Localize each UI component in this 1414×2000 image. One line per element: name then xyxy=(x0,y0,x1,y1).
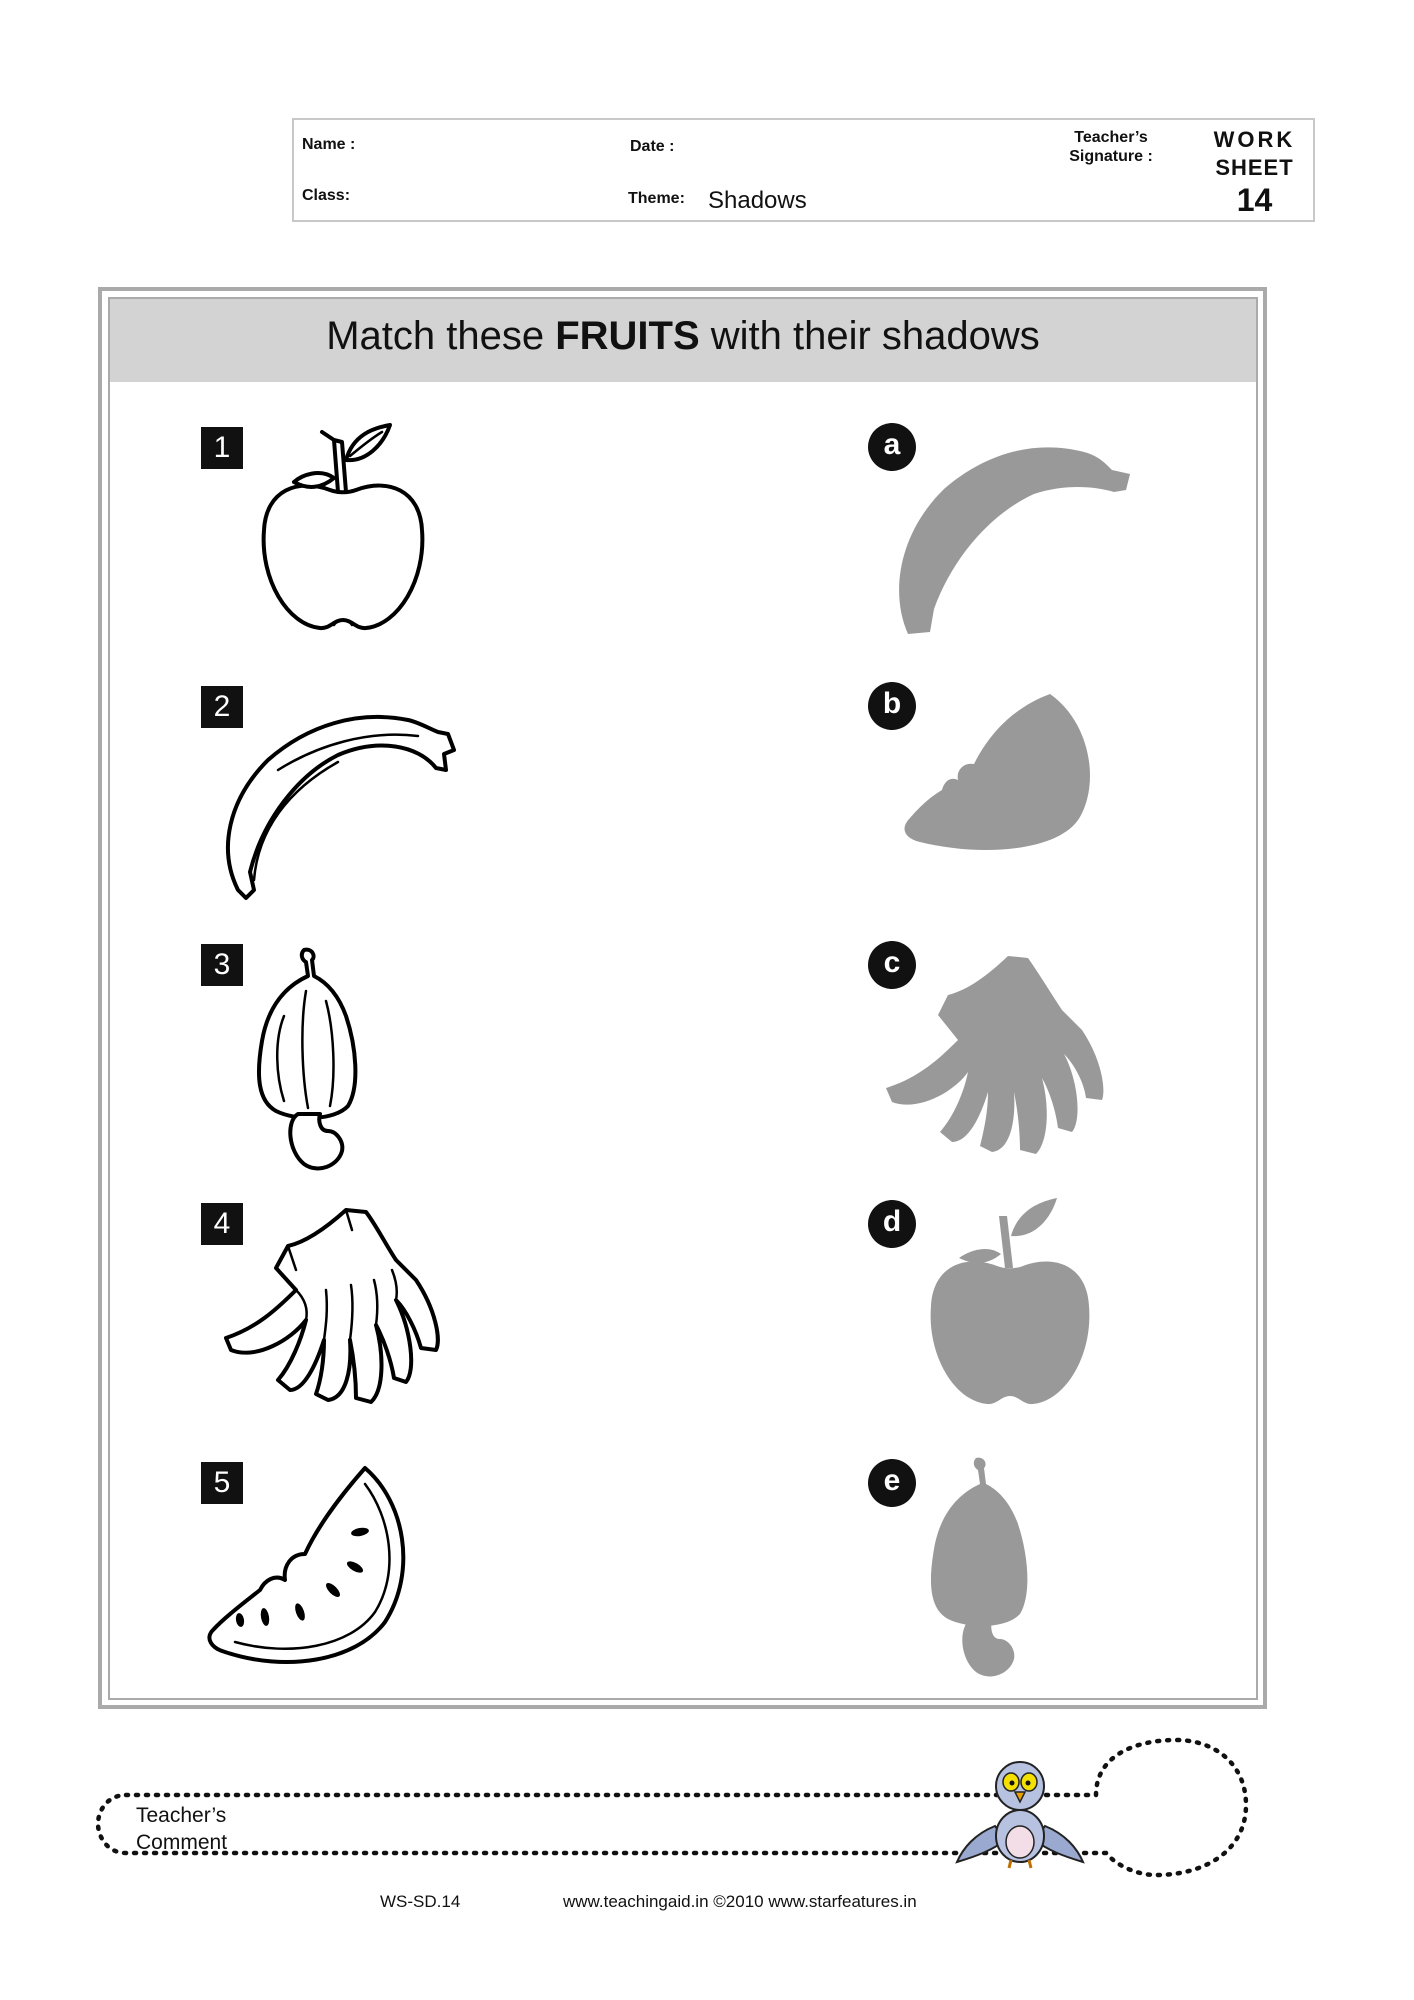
shadow-letter-d: d xyxy=(868,1200,916,1248)
banana-shadow-icon[interactable] xyxy=(894,434,1134,639)
shadow-letter-a: a xyxy=(868,423,916,471)
bird-mascot-icon xyxy=(955,1761,1085,1869)
class-label: Class: xyxy=(302,187,351,204)
date-cell[interactable]: Date : xyxy=(620,120,1028,172)
page-title: Match these FRUITS with their shadows xyxy=(326,314,1040,358)
cashew-outline-icon[interactable] xyxy=(256,946,376,1171)
signature-label: Teacher’s Signature : xyxy=(1069,129,1153,165)
theme-value: Shadows xyxy=(708,187,807,214)
shadow-letter-c: c xyxy=(868,941,916,989)
worksheet-label-line2: SHEET xyxy=(1215,155,1294,180)
banana-bunch-outline-icon[interactable] xyxy=(216,1200,448,1415)
name-label: Name : xyxy=(302,136,356,153)
class-cell[interactable]: Class: xyxy=(294,172,620,222)
fruit-number-4: 4 xyxy=(201,1203,243,1245)
theme-cell: Theme: Shadows xyxy=(620,172,1028,222)
fruit-number-3: 3 xyxy=(201,944,243,986)
name-cell[interactable]: Name : xyxy=(294,120,620,172)
theme-label: Theme: xyxy=(628,190,685,207)
fruit-number-2: 2 xyxy=(201,686,243,728)
teacher-comment-label: Teacher’s Comment xyxy=(136,1804,228,1854)
teacher-comment-box[interactable] xyxy=(95,1735,1249,1895)
apple-shadow-icon[interactable] xyxy=(925,1196,1095,1426)
cashew-shadow-icon[interactable] xyxy=(928,1454,1048,1679)
banana-bunch-shadow-icon[interactable] xyxy=(880,950,1110,1165)
shadow-letter-b: b xyxy=(868,682,916,730)
worksheet-code: WS-SD.14 xyxy=(380,1892,461,1911)
banana-outline-icon[interactable] xyxy=(218,700,458,900)
apple-outline-icon[interactable] xyxy=(258,420,428,650)
worksheet-label-line1: WORK xyxy=(1213,127,1296,152)
shadow-letter-e: e xyxy=(868,1459,916,1507)
signature-cell[interactable]: Teacher’s Signature : xyxy=(1028,120,1194,222)
date-label: Date : xyxy=(630,138,675,155)
worksheet-frame xyxy=(98,287,1267,1709)
title-band xyxy=(110,299,1256,382)
worksheet-frame-inner xyxy=(108,297,1258,1700)
fruit-number-5: 5 xyxy=(201,1462,243,1504)
watermelon-slice-shadow-icon[interactable] xyxy=(900,692,1100,852)
credits-text[interactable]: www.teachingaid.in ©2010 www.starfeature… xyxy=(563,1892,917,1911)
watermelon-slice-outline-icon[interactable] xyxy=(205,1462,417,1670)
worksheet-number-cell: WORK SHEET 14 xyxy=(1194,120,1315,222)
fruit-number-1: 1 xyxy=(201,427,243,469)
worksheet-number: 14 xyxy=(1236,182,1273,218)
header-table: Name : Class: Date : Theme: Shadows Teac… xyxy=(292,118,1315,222)
